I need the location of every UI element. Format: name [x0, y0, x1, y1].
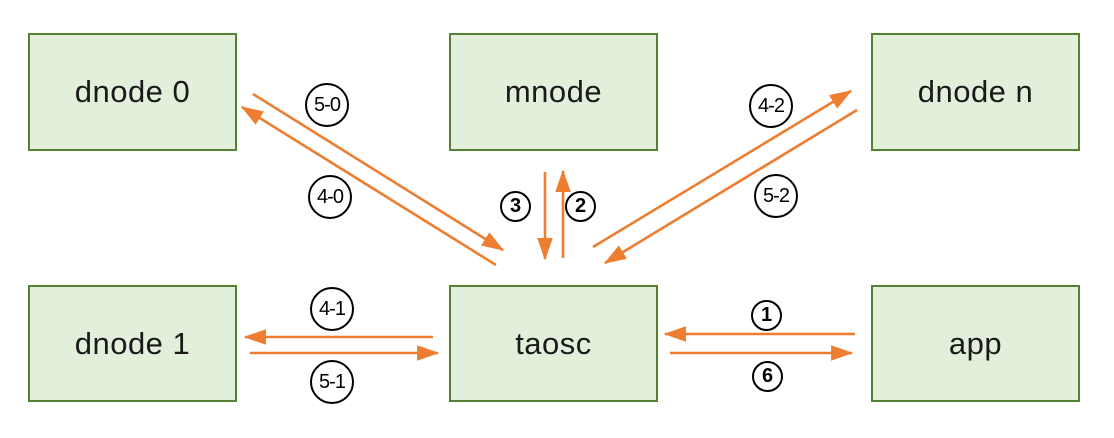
arrow-5-2 [603, 108, 858, 265]
edge-label-6: 6 [752, 361, 783, 392]
edge-label-1: 1 [751, 300, 782, 331]
arrow-5-0 [252, 92, 505, 252]
node-dnode-1: dnode 1 [28, 285, 237, 402]
edge-label-4-2: 4-2 [749, 84, 793, 128]
edge-label-5-2: 5-2 [754, 174, 798, 218]
edge-label-5-1: 5-1 [310, 360, 354, 404]
node-dnode-n: dnode n [871, 33, 1080, 151]
node-app: app [871, 285, 1080, 402]
arrow-4-2 [592, 89, 853, 249]
edge-label-4-1: 4-1 [310, 287, 354, 331]
edge-label-3: 3 [500, 191, 531, 222]
edge-label-5-0: 5-0 [305, 83, 349, 127]
node-taosc: taosc [449, 285, 658, 402]
edge-label-4-0: 4-0 [308, 175, 352, 219]
arrow-4-0 [240, 105, 497, 267]
edge-label-2: 2 [565, 191, 596, 222]
node-dnode-0: dnode 0 [28, 33, 237, 151]
node-mnode: mnode [449, 33, 658, 151]
